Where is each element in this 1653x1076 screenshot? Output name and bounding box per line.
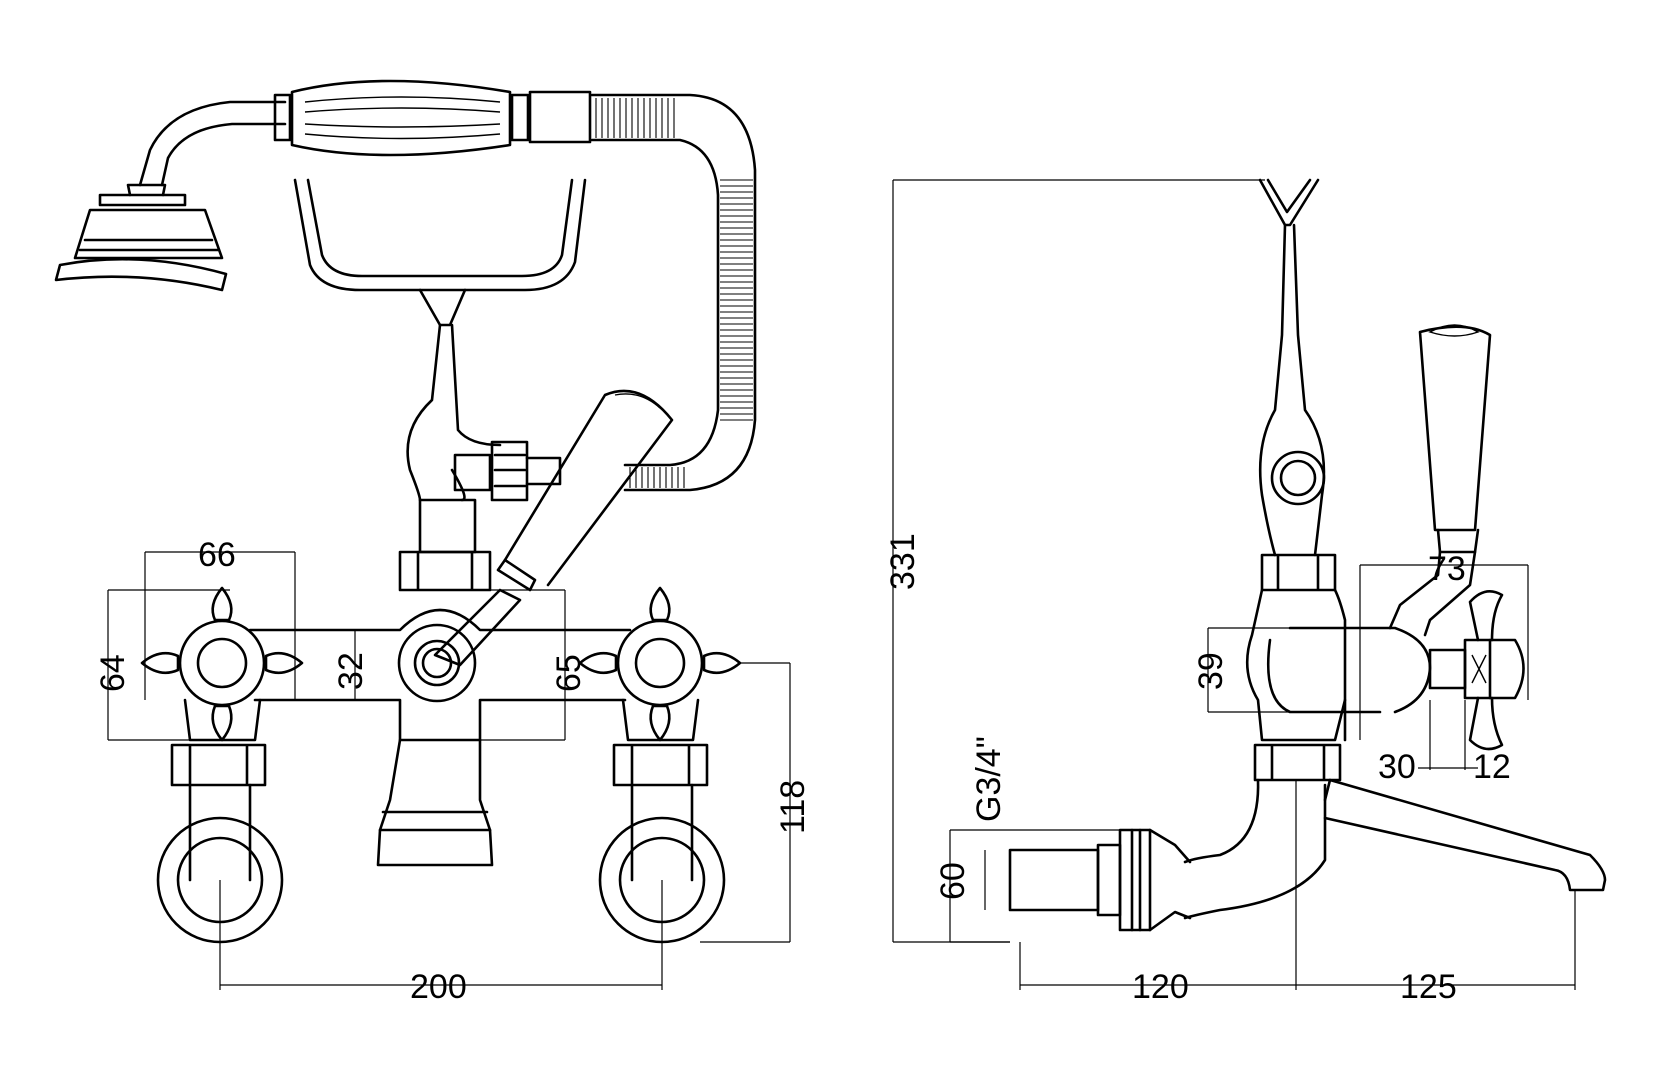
- dim-118-label: 118: [774, 780, 812, 834]
- dim-331-label: 331: [884, 533, 922, 590]
- dim-73-label: 73: [1428, 550, 1466, 588]
- side-hex-nut-top: [1260, 553, 1337, 592]
- side-cross-handle: [1428, 590, 1525, 751]
- flexible-hose: [590, 93, 757, 492]
- dim-64-label: 64: [94, 654, 132, 692]
- dim-thread-label: G3/4": [970, 736, 1008, 822]
- diverter-nut: [453, 440, 562, 502]
- side-body: [1245, 588, 1432, 742]
- dim-39-label: 39: [1192, 652, 1230, 690]
- side-wall-connector: [1008, 828, 1192, 932]
- body-spout: [376, 738, 494, 867]
- dim-30-label: 30: [1378, 748, 1416, 786]
- dim-60-label: 60: [934, 862, 972, 900]
- dim-32-label: 32: [332, 652, 370, 690]
- side-dimensions: [892, 179, 1576, 990]
- side-cradle: [1258, 178, 1326, 557]
- left-cross-handle: [140, 586, 304, 742]
- handset-cradle: [293, 178, 587, 327]
- side-lever: [1388, 324, 1492, 637]
- dim-65-label: 65: [550, 654, 588, 692]
- dim-12-label: 12: [1473, 748, 1511, 786]
- lever-handle: [433, 389, 674, 667]
- dim-120-label: 120: [1132, 968, 1189, 1006]
- cradle-stem: [406, 323, 442, 502]
- bath-mixer-body: [248, 608, 632, 742]
- shower-head: [54, 183, 228, 292]
- handset-neck-inner: [160, 122, 287, 187]
- handset-grip: [273, 79, 592, 157]
- cradle-stem-right: [450, 323, 502, 447]
- side-view: 331 73 39 G3/4" 30 12 60 120 125: [884, 178, 1607, 1006]
- front-dimensions: [107, 551, 791, 990]
- body-hex-nut: [398, 550, 492, 592]
- dim-125-label: 125: [1400, 968, 1457, 1006]
- front-view: 66 64 32 65 118 200: [54, 79, 812, 1006]
- dim-200-label: 200: [410, 968, 467, 1006]
- side-spout: [1183, 743, 1607, 920]
- right-cross-handle: [578, 586, 742, 742]
- handset-neck: [138, 100, 287, 187]
- dim-66-label: 66: [198, 536, 236, 574]
